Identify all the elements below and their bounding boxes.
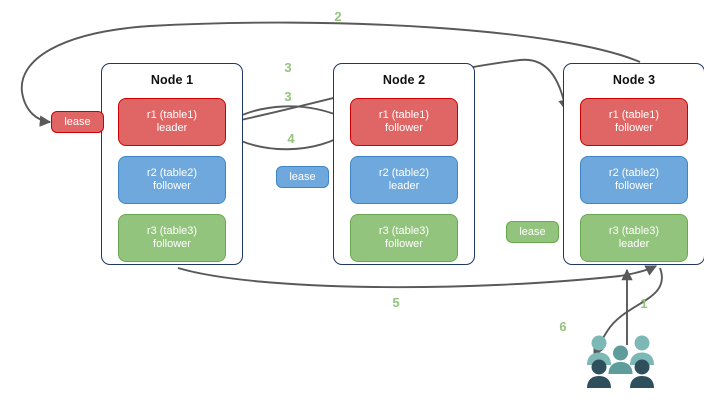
lease-table3[interactable]: lease [506, 221, 559, 243]
node-1-replica-r2-line2: follower [153, 180, 191, 192]
node-1-replica-r2[interactable]: r2 (table2) follower [118, 156, 226, 204]
node-3-replica-r2[interactable]: r2 (table2) follower [580, 156, 688, 204]
node-2-replica-r2[interactable]: r2 (table2) leader [350, 156, 458, 204]
node-3-replica-r2-line2: follower [615, 180, 653, 192]
node-2-replica-r1[interactable]: r1 (table1) follower [350, 98, 458, 146]
node-2-replica-r2-line1: r2 (table2) [378, 166, 430, 179]
node-1-replica-r1-line1: r1 (table1) [146, 108, 198, 121]
step-label-5: 5 [392, 295, 400, 310]
node-2-replica-r2-line2: leader [388, 180, 420, 192]
node-2-replica-r3-line1: r3 (table3) [378, 224, 430, 237]
step-label-1: 1 [640, 296, 648, 311]
users-front-row [587, 359, 654, 388]
users-back-row [587, 335, 654, 365]
node-1-replica-r3[interactable]: r3 (table3) follower [118, 214, 226, 262]
node-1-replica-r3-line2: follower [153, 238, 191, 250]
node-2-replica-r1-line2: follower [385, 122, 423, 134]
users-back-center [608, 345, 633, 374]
node-3-replica-r1-line2: follower [615, 122, 653, 134]
node-2-replica-r1-line1: r1 (table1) [378, 108, 430, 121]
node-3-replica-r3-line1: r3 (table3) [608, 224, 660, 237]
node-3[interactable]: Node 3 r1 (table1) follower r2 (table2) … [563, 63, 704, 265]
node-3-replica-r3[interactable]: r3 (table3) leader [580, 214, 688, 262]
node-3-replica-r1[interactable]: r1 (table1) follower [580, 98, 688, 146]
lease-table1[interactable]: lease [51, 111, 104, 133]
users-icon-svg [587, 335, 654, 388]
step-label-6: 6 [559, 319, 567, 334]
node-3-title: Node 3 [612, 73, 656, 87]
step-label-3b: 3 [284, 89, 292, 104]
node-1-replica-r3-line1: r3 (table3) [146, 224, 198, 237]
node-1[interactable]: Node 1 r1 (table1) leader r2 (table2) fo… [101, 63, 243, 265]
node-3-replica-r2-line1: r2 (table2) [608, 166, 660, 179]
step-label-4: 4 [287, 131, 295, 146]
node-1-title: Node 1 [150, 73, 194, 87]
node-3-replica-r1-line1: r1 (table1) [608, 108, 660, 121]
node-2-title: Node 2 [382, 73, 426, 87]
node-2-replica-r3[interactable]: r3 (table3) follower [350, 214, 458, 262]
lease-table2[interactable]: lease [276, 166, 329, 188]
node-1-replica-r1[interactable]: r1 (table1) leader [118, 98, 226, 146]
node-1-replica-r2-line1: r2 (table2) [146, 166, 198, 179]
arrow-step-5 [177, 265, 658, 289]
step-label-3a: 3 [284, 60, 292, 75]
node-1-replica-r1-line2: leader [156, 122, 188, 134]
node-2[interactable]: Node 2 r1 (table1) follower r2 (table2) … [333, 63, 475, 265]
users-icon [586, 334, 668, 388]
step-label-2: 2 [334, 9, 342, 24]
node-3-replica-r3-line2: leader [618, 238, 650, 250]
node-2-replica-r3-line2: follower [385, 238, 423, 250]
